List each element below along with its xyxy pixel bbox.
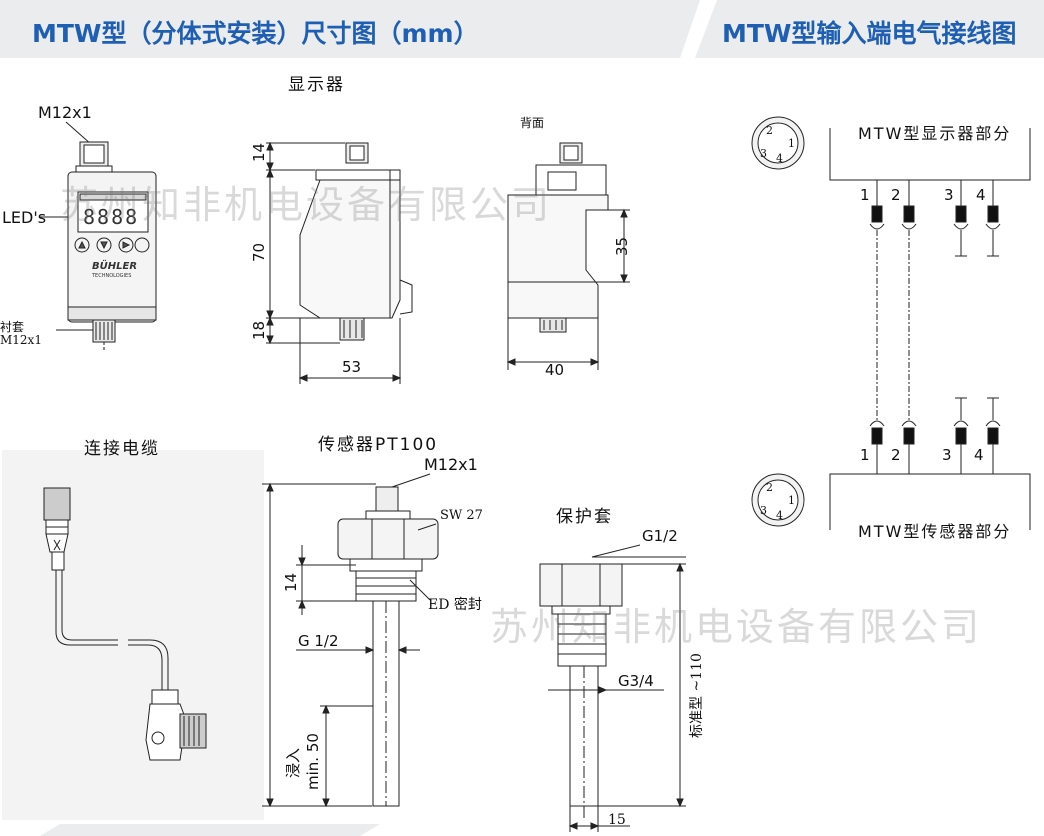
top-pin-1: 1 [860,186,870,204]
leds-label: LED's [2,208,47,227]
led-readout: 8888 [83,205,140,229]
min-length-label: min. 50 [304,733,322,790]
bottom-plug-pin-3: 3 [760,504,767,517]
sensor-connector-label: M12x1 [424,455,478,474]
display-part-label: MTW型显示器部分 [858,124,1012,143]
dim-sensor-14: 14 [282,572,300,592]
title-banner-right [695,0,1044,58]
dim-back-35: 35 [613,236,631,256]
top-pin-2: 2 [891,186,901,204]
display-connector-label: M12x1 [38,103,92,122]
bottom-pin-2: 2 [891,446,901,464]
dim-bottom-18: 18 [250,320,268,340]
sensor-thread-label: G 1/2 [298,632,339,650]
sensor-pt100-drawing [262,473,439,808]
dim-width-53: 53 [342,358,362,376]
wiring-diagram-title: MTW型输入端电气接线图 [722,19,1017,48]
connection-cable-drawing [2,450,264,820]
brand-sub: TECHNOLOGIES [92,273,132,279]
dim-sleeve-15: 15 [608,812,626,828]
sleeve-heading: 保护套 [556,507,613,527]
bottom-pin-3: 3 [942,446,952,464]
bottom-pin-1: 1 [860,446,870,464]
top-plug-pin-3: 3 [760,147,767,160]
brand-name: BÜHLER [92,261,138,272]
display-heading: 显示器 [288,75,345,95]
sleeve-length-label: 标准型 ~110 [689,653,705,738]
bottom-plug-pin-4: 4 [776,509,783,522]
dim-top-14: 14 [250,142,268,162]
back-view-label: 背面 [520,116,545,130]
title-banner-left [0,0,700,58]
display-back-view [506,142,630,370]
wiring-diagram-lines [751,116,1031,530]
seal-label: ED 密封 [428,597,482,613]
dim-body-70: 70 [250,242,268,262]
protective-sleeve-drawing [539,544,686,832]
top-pin-4: 4 [976,186,986,204]
bottom-plug-pin-1: 1 [788,494,795,507]
bushing-label: 衬套 [0,320,25,334]
top-pin-3: 3 [944,186,954,204]
sw-label: SW 27 [440,508,483,523]
immersion-label: 浸入 [284,747,302,778]
cable-heading: 连接电缆 [84,439,160,459]
bushing-thread-label: M12x1 [0,333,42,347]
top-plug-pin-1: 1 [788,137,795,150]
sensor-heading: 传感器PT100 [318,435,439,455]
bottom-pin-4: 4 [974,446,984,464]
sleeve-thread-top: G1/2 [642,527,678,545]
dim-depth-40: 40 [545,361,565,379]
sensor-part-label: MTW型传感器部分 [858,522,1012,541]
dimension-diagram-title: MTW型（分体式安装）尺寸图（mm） [32,19,479,48]
top-plug-pin-4: 4 [776,152,783,165]
sleeve-thread-mid: G3/4 [618,672,654,690]
display-front-view [40,121,157,352]
display-side-view [266,141,413,384]
top-plug-pin-2: 2 [766,124,773,137]
watermark-bottom: 苏州知非机电设备有限公司 [490,605,983,649]
watermark-top: 苏州知非机电设备有限公司 [60,183,553,227]
bottom-plug-pin-2: 2 [766,481,773,494]
